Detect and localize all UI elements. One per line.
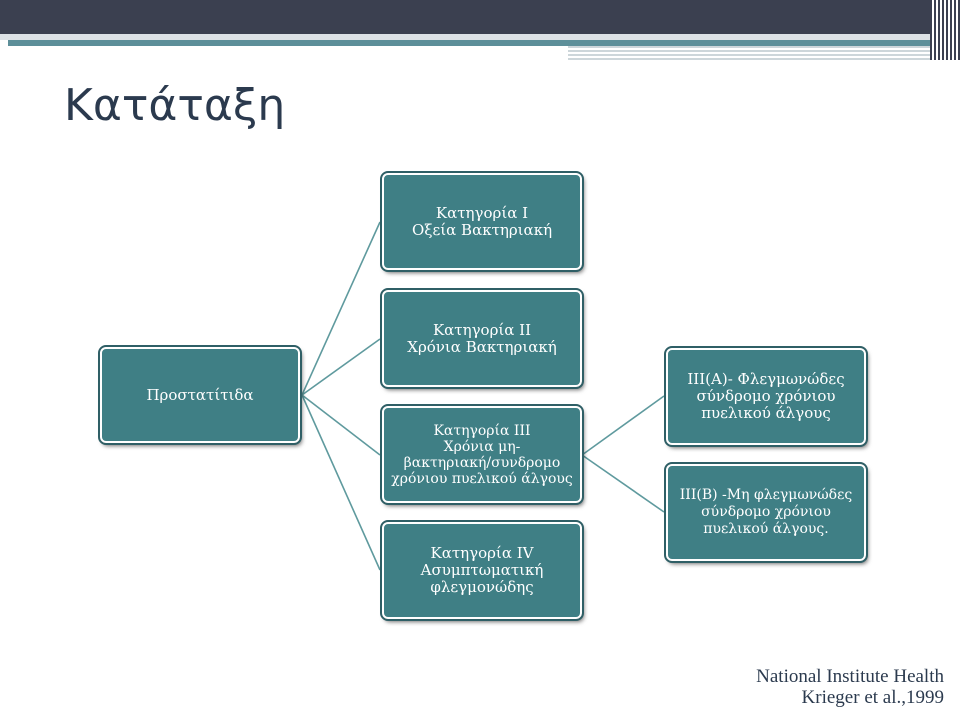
node-category-4-line-2: Ασυμπτωματική	[420, 561, 544, 579]
node-subcategory-b-line-3: πυελικού άλγους.	[703, 521, 829, 537]
node-category-3-line-2: Χρόνια μη-	[443, 438, 521, 455]
connector-cat3-sub1	[581, 395, 665, 456]
header-corner-pattern	[930, 0, 960, 60]
slide-title: Κατάταξη	[64, 80, 286, 131]
connector-root-cat3	[301, 394, 381, 456]
node-category-3-line-3: βακτηριακή/συνδρομο	[403, 454, 561, 471]
connector-root-cat2	[301, 338, 381, 396]
header-bar	[0, 0, 930, 34]
node-category-4: Κατηγορία IV Ασυμπτωματική φλεγμονώδης	[380, 520, 584, 621]
connector-root-cat4	[301, 394, 381, 571]
node-category-1-line-2: Οξεία Βακτηριακή	[411, 220, 553, 239]
node-category-2-line-2: Χρόνια Βακτηριακή	[407, 337, 557, 356]
node-category-2-line-1: Κατηγορία ΙΙ	[432, 320, 532, 339]
connector-root-cat1	[301, 221, 381, 396]
node-category-3-line-4: χρόνιου πυελικού άλγους	[391, 470, 573, 487]
node-category-3: Κατηγορία ΙΙΙ Χρόνια μη- βακτηριακή/συνδ…	[380, 404, 584, 505]
node-category-4-line-3: φλεγμονώδης	[430, 578, 534, 596]
node-subcategory-a-line-1: ΙΙΙ(Α)- Φλεγμωνώδες	[687, 370, 845, 388]
header-stripe	[0, 34, 930, 40]
node-root-label: Προστατίτιδα	[146, 385, 254, 404]
citation: National Institute Health Krieger et al.…	[756, 666, 944, 708]
node-subcategory-a-line-2: σύνδρομο χρόνιου	[696, 387, 836, 405]
citation-reference: Krieger et al.,1999	[801, 687, 944, 708]
node-subcategory-b-line-1: ΙΙΙ(Β) -Μη φλεγμωνώδες	[679, 487, 853, 503]
header-hatch	[568, 46, 930, 60]
node-category-1: Κατηγορία Ι Οξεία Βακτηριακή	[380, 171, 584, 272]
node-category-3-line-1: Κατηγορία ΙΙΙ	[433, 422, 531, 439]
node-category-2: Κατηγορία ΙΙ Χρόνια Βακτηριακή	[380, 288, 584, 389]
node-subcategory-b-line-2: σύνδρομο χρόνιου	[701, 504, 831, 520]
node-category-4-line-1: Κατηγορία IV	[430, 544, 534, 562]
citation-source: National Institute Health	[756, 666, 944, 687]
header-accent	[8, 40, 930, 46]
node-subcategory-b: ΙΙΙ(Β) -Μη φλεγμωνώδες σύνδρομο χρόνιου …	[664, 462, 868, 563]
node-root: Προστατίτιδα	[98, 345, 302, 445]
node-category-1-line-1: Κατηγορία Ι	[435, 203, 529, 222]
node-subcategory-a: ΙΙΙ(Α)- Φλεγμωνώδες σύνδρομο χρόνιου πυε…	[664, 346, 868, 447]
connector-cat3-sub2	[581, 454, 665, 513]
node-subcategory-a-line-3: πυελικού άλγους	[701, 404, 831, 422]
